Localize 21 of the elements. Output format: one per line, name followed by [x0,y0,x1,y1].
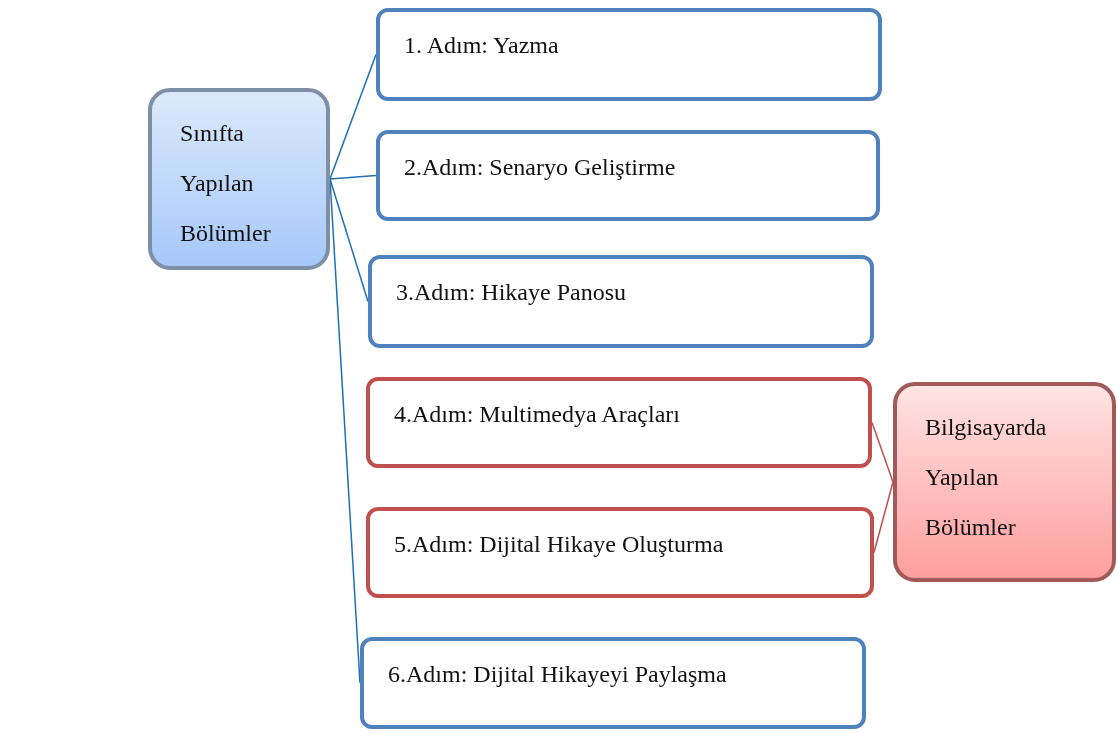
step-label: 1. Adım: Yazma [404,31,560,60]
group-label: Sınıfta Yapılan Bölümler [180,119,271,248]
connector-line [329,53,377,180]
connector-line [329,174,377,180]
step-box [360,637,866,729]
step-box [368,255,874,348]
step-box [366,507,874,598]
group-label: Bilgisayarda Yapılan Bölümler [925,413,1047,542]
step-label: 3.Adım: Hikaye Panosu [396,278,627,307]
step-box [376,130,880,221]
step-box [376,8,882,101]
connector-line [873,481,894,554]
group-box [148,88,330,270]
step-label: 4.Adım: Multimedya Araçları [394,400,681,429]
group-box [893,382,1116,582]
step-box [366,377,872,468]
connector-line [871,421,894,483]
step-label: 5.Adım: Dijital Hikaye Oluşturma [394,530,725,559]
connector-line [329,178,369,303]
step-label: 6.Adım: Dijital Hikayeyi Paylaşma [388,660,728,689]
step-label: 2.Adım: Senaryo Geliştirme [404,153,677,182]
